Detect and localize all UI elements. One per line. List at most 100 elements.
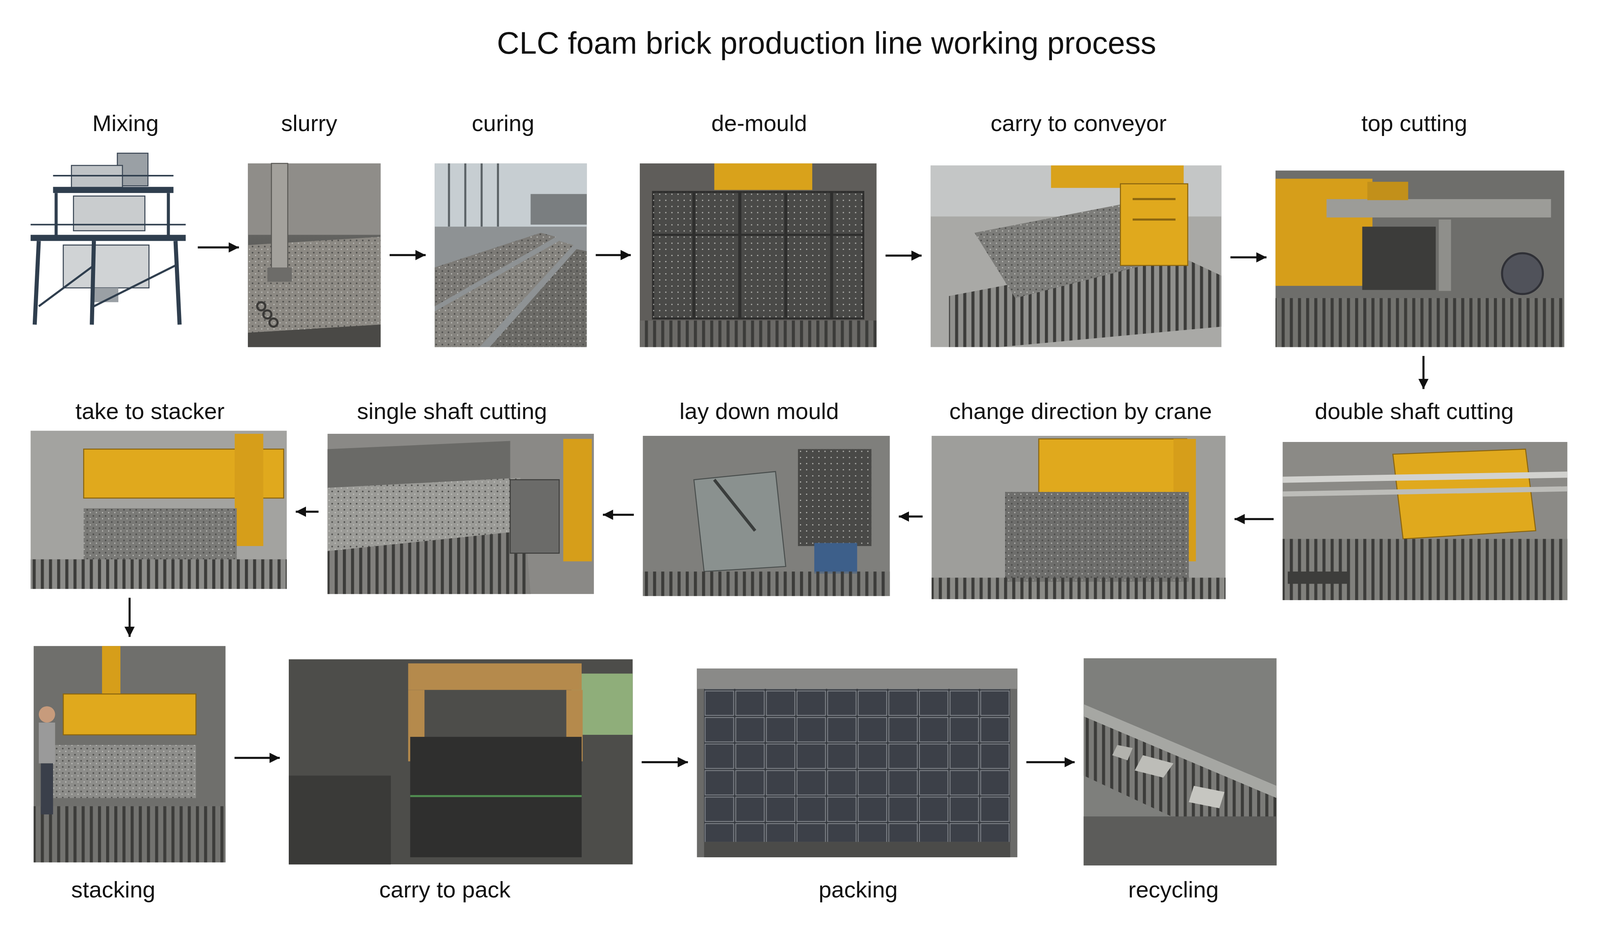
top-cutting-picture (1275, 170, 1565, 347)
flow-arrow (898, 515, 923, 518)
photo-frame (30, 430, 287, 589)
step-label: de-mould (711, 110, 807, 137)
flow-arrow (885, 254, 922, 257)
top-cutting-picture (1326, 199, 1551, 218)
carry-to-pack-picture (410, 736, 582, 858)
single-shaft-cutting-picture (327, 433, 594, 594)
process-step: stacking (33, 645, 226, 904)
flow-arrow (1026, 761, 1075, 764)
carry-to-pack-picture (407, 663, 582, 691)
crane-turning-picture (931, 435, 1226, 600)
stacking-picture (38, 706, 56, 723)
packing-picture (696, 668, 1018, 858)
slurry-picture (247, 236, 381, 333)
lay-down-mould-picture (642, 571, 890, 597)
single-shaft-cutting-picture (510, 479, 560, 553)
step-label: stacking (71, 876, 156, 903)
process-step: slurry (247, 110, 381, 347)
slurry-picture (269, 318, 278, 327)
process-step: carry to conveyor (930, 110, 1222, 347)
curing-hall-picture (530, 194, 587, 225)
curing-hall-picture (448, 163, 451, 227)
lay-down-mould-picture (642, 435, 890, 597)
lay-down-mould-picture (693, 471, 786, 572)
curing-hall-picture (496, 163, 499, 227)
slurry-picture (271, 163, 288, 278)
photo-frame (288, 659, 633, 865)
flow-arrow (295, 510, 319, 513)
flow-arrow (1422, 355, 1425, 390)
packing-picture (704, 841, 1011, 857)
top-cutting-picture (1275, 178, 1373, 286)
step-label: carry to pack (379, 876, 511, 903)
step-label: take to stacker (75, 398, 225, 425)
mixing-plant-picture (30, 224, 186, 226)
double-shaft-cutting-picture (1282, 489, 1568, 495)
carry-to-conveyor-picture (930, 165, 1222, 347)
double-shaft-cutting-picture (1282, 474, 1568, 480)
mixing-plant-picture (30, 234, 186, 241)
photo-frame (434, 163, 587, 347)
step-label: change direction by crane (949, 398, 1212, 425)
step-label: curing (471, 110, 535, 137)
stacking-picture (33, 645, 226, 863)
de-mould-picture (738, 192, 742, 319)
recycling-picture (1188, 785, 1225, 809)
single-shaft-cutting-picture (327, 433, 594, 594)
recycling-picture (1083, 816, 1277, 866)
curing-hall-picture (480, 163, 483, 227)
process-step: de-mould (639, 110, 877, 347)
stacking-picture (53, 745, 197, 799)
double-shaft-cutting-picture (1282, 441, 1568, 601)
slurry-picture (247, 163, 381, 347)
slurry-picture (247, 163, 381, 235)
flow-arrow (641, 761, 688, 764)
carry-to-conveyor-picture (1132, 198, 1176, 201)
top-cutting-picture (1362, 226, 1436, 290)
photo-frame (931, 435, 1226, 600)
photo-frame (696, 668, 1018, 858)
diagram-title: CLC foam brick production line working p… (496, 24, 1156, 61)
de-mould-picture (639, 320, 877, 348)
photo-frame (1282, 441, 1568, 601)
flow-arrow (595, 253, 631, 257)
carry-to-pack-picture (410, 795, 582, 798)
mixing-plant-picture (93, 265, 176, 307)
de-mould-picture (714, 163, 813, 191)
curing-hall-picture (489, 249, 587, 347)
flow-arrow (389, 253, 426, 257)
de-mould-picture (652, 192, 864, 319)
lay-down-mould-picture (642, 435, 890, 597)
mixing-plant-picture (71, 165, 123, 189)
step-label: lay down mould (679, 398, 839, 425)
photo-frame (327, 433, 594, 594)
take-to-stacker-picture (30, 430, 287, 590)
carry-to-conveyor-picture (930, 165, 1222, 347)
double-shaft-cutting-picture (1287, 571, 1349, 584)
carry-to-pack-picture (288, 775, 391, 865)
mixing-plant-picture (175, 240, 180, 325)
lay-down-mould-picture (714, 479, 756, 531)
packing-picture (696, 668, 1018, 689)
de-mould-picture (639, 163, 877, 347)
crane-turning-picture (931, 435, 1226, 600)
curing-hall-picture (489, 249, 587, 347)
flow-arrow (234, 756, 280, 760)
process-step: take to stacker (30, 398, 287, 590)
process-step: packing (696, 668, 1018, 904)
de-mould-picture (639, 163, 877, 347)
process-step: top cutting (1275, 110, 1565, 347)
mixing-plant-picture (53, 174, 174, 177)
top-cutting-picture (1275, 170, 1565, 347)
process-step: single shaft cutting (327, 398, 594, 594)
flow-arrow (602, 513, 635, 516)
process-step: lay down mould (642, 398, 890, 597)
curing-hall-picture (464, 163, 467, 227)
flow-arrow (1230, 256, 1267, 259)
top-cutting-picture (1438, 219, 1451, 291)
mixing-plant-picture (34, 240, 39, 325)
photo-frame (639, 163, 877, 347)
process-step: recycling (1083, 658, 1277, 904)
carry-to-pack-picture (288, 659, 633, 865)
